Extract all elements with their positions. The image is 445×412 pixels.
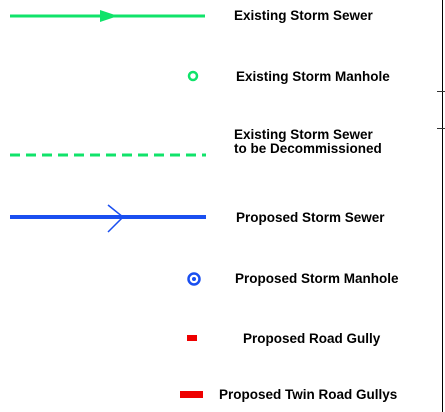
label-text: Existing Storm Sewer — [234, 8, 373, 23]
label-existing-storm-sewer: Existing Storm Sewer — [228, 7, 379, 25]
label-existing-storm-manhole: Existing Storm Manhole — [230, 68, 396, 86]
label-text: Proposed Storm Sewer — [236, 210, 385, 225]
label-text: Proposed Road Gully — [243, 331, 381, 346]
label-text: Proposed Twin Road Gullys — [219, 387, 398, 402]
proposed-sewer-line-icon — [10, 204, 206, 233]
twin-road-gullys-icon — [180, 391, 203, 398]
label-text-line-1: Existing Storm Sewer — [234, 127, 373, 142]
label-text-line-2: to be Decommissioned — [234, 141, 382, 156]
label-decommissioned-sewer: Existing Storm Sewer to be Decommissione… — [228, 126, 388, 158]
label-text: Existing Storm Manhole — [236, 69, 390, 84]
label-text: Proposed Storm Manhole — [235, 271, 399, 286]
frame-tick — [437, 128, 445, 129]
road-gully-icon — [187, 335, 197, 341]
frame-tick — [437, 91, 445, 92]
label-proposed-storm-manhole: Proposed Storm Manhole — [229, 270, 405, 288]
label-proposed-road-gully: Proposed Road Gully — [237, 330, 387, 348]
label-proposed-twin-gullys: Proposed Twin Road Gullys — [213, 386, 404, 404]
existing-sewer-line-icon — [10, 10, 205, 22]
label-proposed-storm-sewer: Proposed Storm Sewer — [230, 209, 391, 227]
proposed-manhole-icon — [187, 272, 201, 286]
frame-edge — [442, 0, 445, 412]
existing-manhole-icon — [187, 70, 199, 82]
